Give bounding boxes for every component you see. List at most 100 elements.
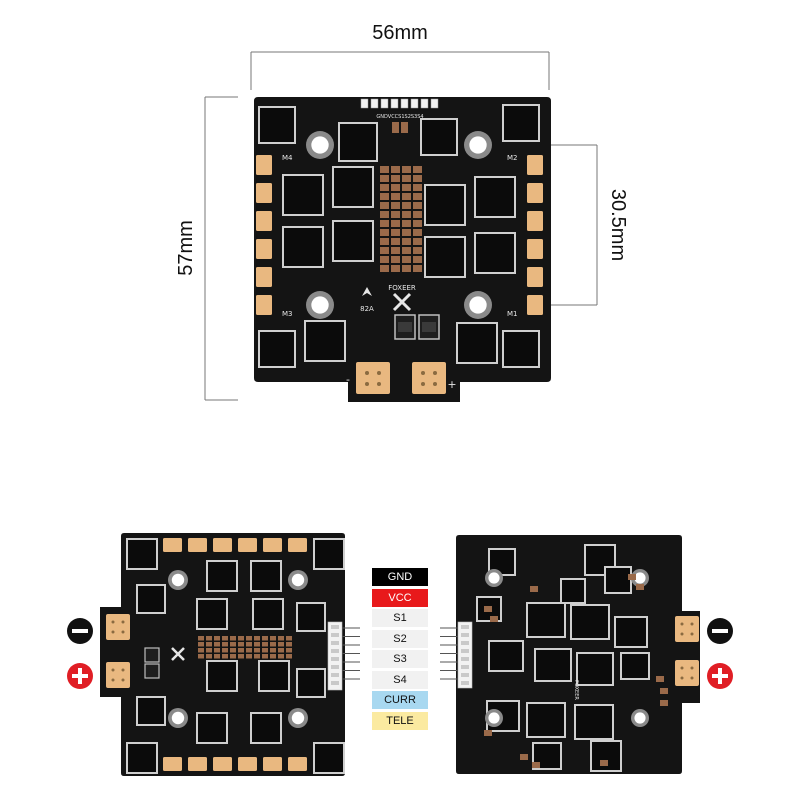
mosfet	[126, 742, 158, 774]
capacitor	[391, 193, 400, 200]
power-pad-positive	[106, 662, 130, 688]
motor-pad	[163, 538, 182, 552]
capacitor	[246, 648, 252, 653]
mosfet	[250, 560, 282, 592]
mosfet	[424, 236, 466, 278]
capacitor	[270, 636, 276, 641]
capacitor-array	[380, 166, 422, 272]
smd-capacitor	[392, 122, 399, 133]
capacitor	[391, 265, 400, 272]
inductor	[394, 314, 416, 340]
header-pin	[461, 625, 469, 629]
capacitor	[198, 636, 204, 641]
header-pin	[461, 665, 469, 669]
capacitor	[254, 648, 260, 653]
mounting-hole	[306, 291, 334, 319]
power-pad-negative	[675, 616, 699, 642]
mosfet	[258, 330, 296, 368]
capacitor	[628, 574, 636, 580]
mounting-hole	[485, 569, 503, 587]
brand-label: FOXEER	[388, 284, 416, 292]
pinout-leader-lines	[342, 627, 458, 680]
header-pin	[331, 633, 339, 637]
motor-pad	[238, 757, 257, 771]
capacitor	[402, 256, 411, 263]
capacitor	[246, 642, 252, 647]
header-pin	[331, 657, 339, 661]
capacitor	[262, 642, 268, 647]
header-pin	[461, 673, 469, 677]
motor-pad	[527, 211, 543, 231]
capacitor	[636, 584, 644, 590]
capacitor	[413, 184, 422, 191]
capacitor	[402, 238, 411, 245]
motor-pads	[163, 538, 307, 771]
power-pad-negative	[106, 614, 130, 640]
capacitor	[286, 648, 292, 653]
mosfet	[258, 106, 296, 144]
capacitor	[413, 238, 422, 245]
capacitor	[380, 184, 389, 191]
pin-label-gnd: GND	[372, 568, 428, 586]
capacitor	[402, 211, 411, 218]
mount-spacing-label: 30.5mm	[607, 189, 629, 261]
capacitor	[402, 193, 411, 200]
capacitor	[278, 642, 284, 647]
capacitor	[402, 220, 411, 227]
capacitor	[391, 202, 400, 209]
inductor	[144, 647, 160, 663]
motor-pad	[256, 155, 272, 175]
capacitor	[214, 654, 220, 659]
capacitor	[230, 636, 236, 641]
mosfet	[313, 538, 345, 570]
mosfet-array	[126, 538, 345, 774]
header-pin	[331, 641, 339, 645]
capacitor	[391, 256, 400, 263]
mounting-hole	[288, 570, 308, 590]
power-minus-silk: -	[346, 373, 350, 386]
capacitor	[380, 193, 389, 200]
mosfet	[474, 232, 516, 274]
capacitor	[206, 654, 212, 659]
signal-header	[360, 98, 439, 109]
capacitor	[206, 642, 212, 647]
smd-capacitor	[401, 122, 408, 133]
capacitor	[380, 238, 389, 245]
capacitor	[413, 256, 422, 263]
pin-label-s2: S2	[372, 629, 428, 648]
capacitor	[380, 229, 389, 236]
motor-pad	[527, 295, 543, 315]
plus-icon	[707, 663, 733, 689]
capacitor	[391, 238, 400, 245]
capacitor	[391, 229, 400, 236]
mosfet	[250, 712, 282, 744]
capacitor	[391, 166, 400, 173]
mosfet	[590, 740, 622, 772]
capacitor	[402, 184, 411, 191]
header-pin	[331, 673, 339, 677]
motor-pad	[188, 538, 207, 552]
capacitor	[391, 175, 400, 182]
capacitor	[198, 648, 204, 653]
mosfet	[338, 122, 378, 162]
capacitor	[391, 220, 400, 227]
capacitor	[380, 256, 389, 263]
header-pin	[380, 98, 389, 109]
capacitor	[278, 654, 284, 659]
header-pin	[331, 625, 339, 629]
capacitor	[391, 184, 400, 191]
motor-label-m2: M2	[507, 154, 518, 162]
mounting-hole	[306, 131, 334, 159]
capacitor	[380, 175, 389, 182]
capacitor	[254, 642, 260, 647]
mosfet	[332, 220, 374, 262]
mosfet	[604, 566, 632, 594]
motor-pad	[527, 267, 543, 287]
brand-logo	[392, 292, 412, 312]
capacitor	[262, 636, 268, 641]
mosfet	[576, 652, 614, 686]
capacitor	[286, 636, 292, 641]
mosfet	[534, 648, 572, 682]
mosfet	[313, 742, 345, 774]
